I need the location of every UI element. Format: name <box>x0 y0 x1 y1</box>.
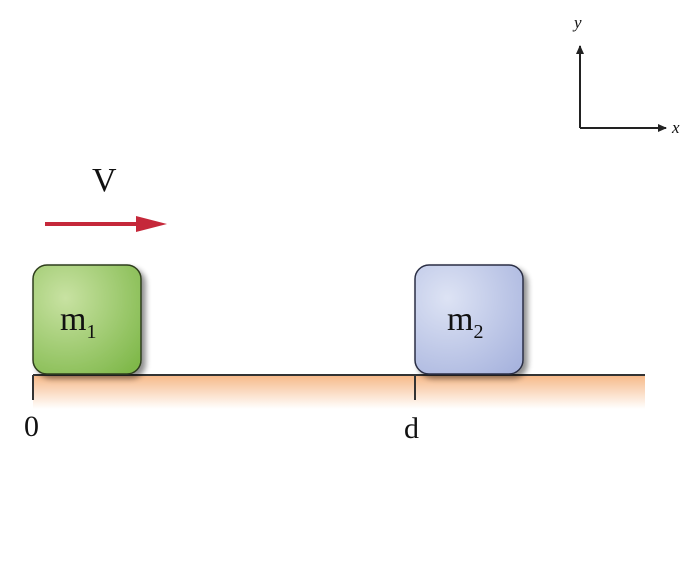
block-m2: m2 <box>414 264 524 375</box>
ground: 0 d <box>24 374 645 445</box>
ground-surface <box>33 375 645 409</box>
block-m1-base: m <box>60 301 86 338</box>
y-axis-label: y <box>572 13 582 32</box>
distance-label: d <box>404 412 419 445</box>
block-m2-base: m <box>447 301 473 338</box>
velocity-indicator: V <box>45 162 167 232</box>
block-m1-body <box>32 264 142 375</box>
block-m1: m1 <box>32 264 142 375</box>
velocity-label: V <box>92 162 117 199</box>
velocity-arrow-head <box>136 216 167 232</box>
block-m2-subscript: 2 <box>473 321 483 343</box>
block-m1-label: m1 <box>60 301 96 343</box>
coordinate-axes: y x <box>572 13 680 137</box>
origin-label: 0 <box>24 410 39 443</box>
block-m1-subscript: 1 <box>86 321 96 343</box>
block-m2-body <box>414 264 524 375</box>
block-m2-label: m2 <box>447 301 483 343</box>
x-axis-label: x <box>671 118 680 137</box>
